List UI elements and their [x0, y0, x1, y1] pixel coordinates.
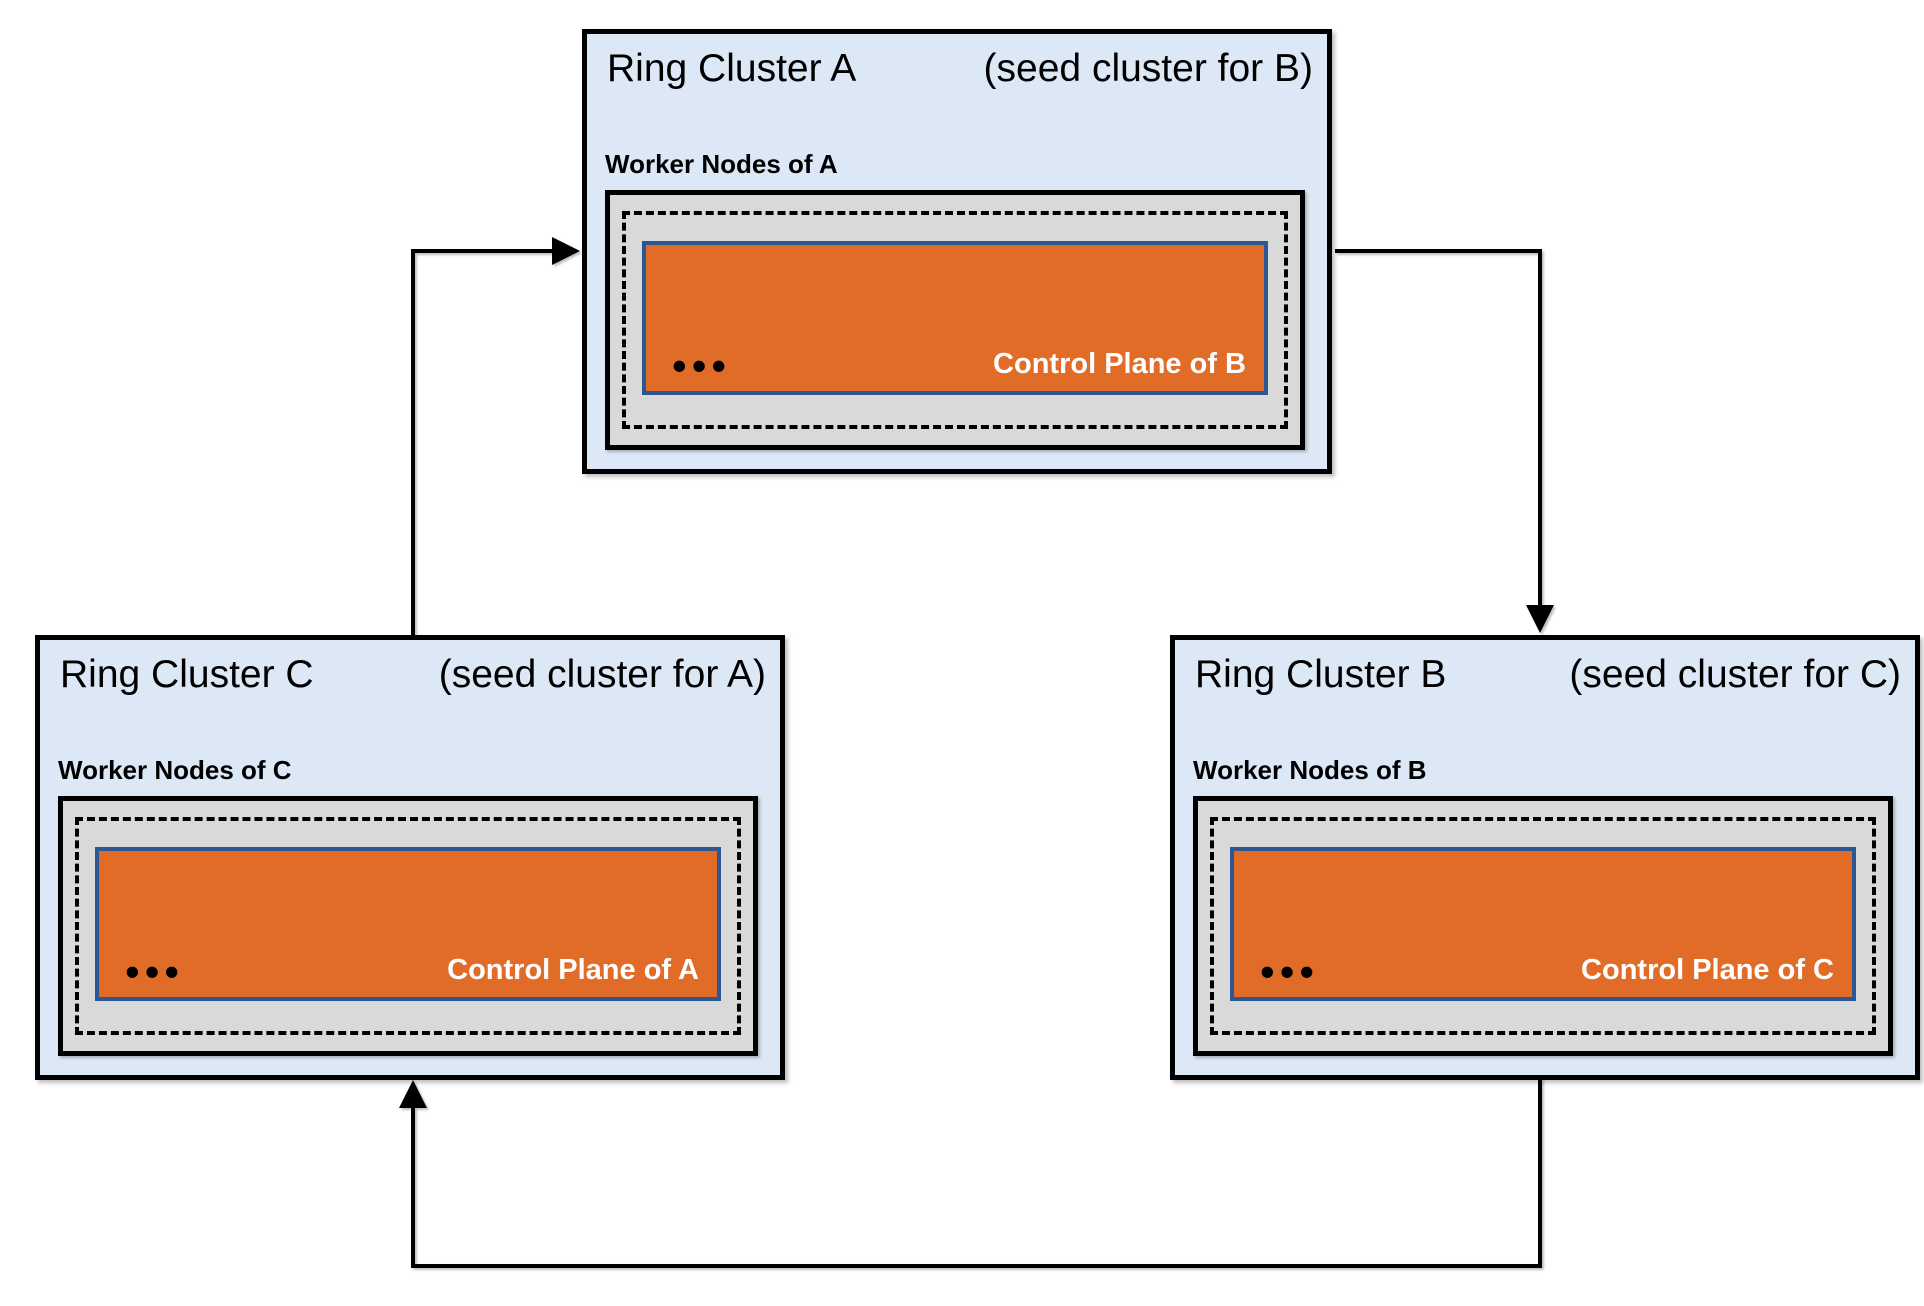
- ellipsis-dots: •••: [125, 948, 185, 995]
- ellipsis-dots: •••: [1260, 948, 1320, 995]
- cluster-title-row: Ring Cluster A (seed cluster for B): [607, 46, 1313, 93]
- worker-nodes-label: Worker Nodes of A: [605, 149, 838, 179]
- arrow-a-to-b: [1335, 249, 1554, 633]
- control-plane-label: Control Plane of C: [1581, 954, 1834, 987]
- control-plane-box: ••• Control Plane of C: [1230, 847, 1856, 1001]
- cluster-box-c: Ring Cluster C (seed cluster for A) Work…: [35, 635, 785, 1080]
- dashed-boundary: ••• Control Plane of C: [1210, 817, 1876, 1035]
- arrow-b-to-c: [399, 1078, 1542, 1268]
- worker-nodes-label: Worker Nodes of C: [58, 755, 292, 785]
- cluster-box-b: Ring Cluster B (seed cluster for C) Work…: [1170, 635, 1920, 1080]
- cluster-title-row: Ring Cluster B (seed cluster for C): [1195, 652, 1901, 699]
- control-plane-box: ••• Control Plane of A: [95, 847, 721, 1001]
- cluster-title-row: Ring Cluster C (seed cluster for A): [60, 652, 766, 699]
- cluster-title: Ring Cluster A: [607, 47, 857, 90]
- dashed-boundary: ••• Control Plane of B: [622, 211, 1288, 429]
- control-plane-box: ••• Control Plane of B: [642, 241, 1268, 395]
- worker-nodes-area: ••• Control Plane of B: [605, 190, 1305, 450]
- arrow-c-to-a: [411, 237, 580, 635]
- cluster-subtitle: (seed cluster for C): [1569, 653, 1901, 696]
- worker-nodes-area: ••• Control Plane of C: [1193, 796, 1893, 1056]
- dashed-boundary: ••• Control Plane of A: [75, 817, 741, 1035]
- control-plane-label: Control Plane of A: [447, 954, 699, 987]
- cluster-box-a: Ring Cluster A (seed cluster for B) Work…: [582, 29, 1332, 474]
- worker-nodes-area: ••• Control Plane of A: [58, 796, 758, 1056]
- cluster-title: Ring Cluster C: [60, 653, 314, 696]
- cluster-subtitle: (seed cluster for B): [983, 47, 1313, 90]
- ellipsis-dots: •••: [672, 342, 732, 389]
- cluster-subtitle: (seed cluster for A): [438, 653, 766, 696]
- cluster-title: Ring Cluster B: [1195, 653, 1447, 696]
- worker-nodes-label: Worker Nodes of B: [1193, 755, 1427, 785]
- control-plane-label: Control Plane of B: [993, 348, 1246, 381]
